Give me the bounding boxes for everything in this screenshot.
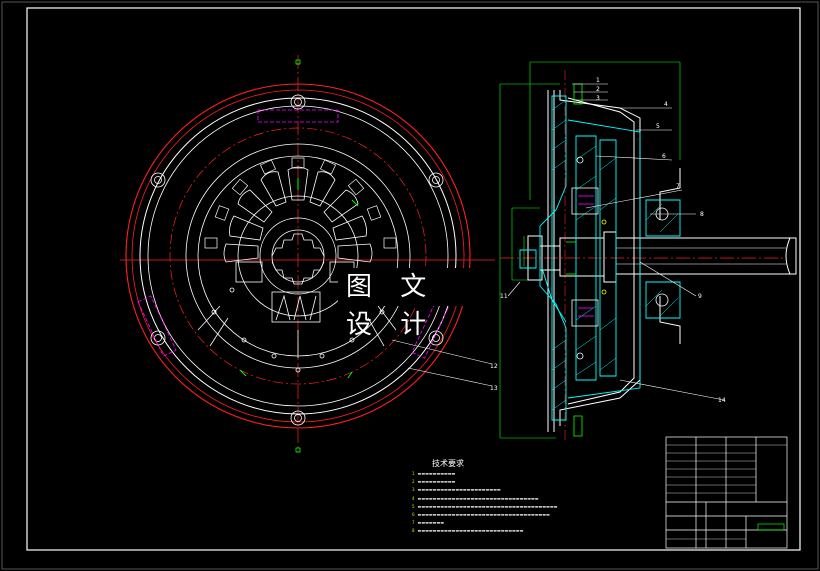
balloon-8: 8 xyxy=(700,211,704,218)
technical-requirements-list: 1▬▬▬▬▬▬▬▬▬▬ 2▬▬▬▬▬▬▬▬▬▬ 3▬▬▬▬▬▬▬▬▬▬▬▬▬▬▬… xyxy=(412,470,662,536)
watermark-text: 图 文 设 计 xyxy=(338,268,488,340)
title-block xyxy=(665,436,788,549)
tech-note: 1▬▬▬▬▬▬▬▬▬▬ xyxy=(412,471,456,476)
balloon-6: 6 xyxy=(662,153,666,160)
technical-requirements-title: 技术要求 xyxy=(432,459,464,468)
balloon-5: 5 xyxy=(656,123,660,130)
balloon-12: 12 xyxy=(490,363,498,370)
tech-note: 8▬▬▬▬▬▬▬▬▬▬▬▬▬▬▬▬▬▬▬▬▬▬▬▬▬▬▬▬ xyxy=(412,528,524,534)
tech-note: 3▬▬▬▬▬▬▬▬▬▬▬▬▬▬▬▬▬▬▬▬▬▬ xyxy=(412,487,501,493)
balloon-3: 3 xyxy=(596,95,600,102)
balloon-14: 14 xyxy=(718,397,726,404)
tech-note: 6▬▬▬▬▬▬▬▬▬▬▬▬▬▬▬▬▬▬▬▬▬▬▬▬▬▬▬▬▬▬▬▬▬▬▬ xyxy=(412,512,550,518)
section-view xyxy=(499,61,797,440)
balloon-2: 2 xyxy=(596,86,600,93)
balloon-1: 1 xyxy=(596,77,600,84)
front-view xyxy=(120,55,495,453)
tech-note: 7▬▬▬▬▬▬▬ xyxy=(412,520,445,526)
balloon-11: 11 xyxy=(500,293,508,300)
tech-note: 4▬▬▬▬▬▬▬▬▬▬▬▬▬▬▬▬▬▬▬▬▬▬▬▬▬▬▬▬▬▬▬▬ xyxy=(412,495,539,501)
balloon-9: 9 xyxy=(698,293,702,300)
tech-note: 5▬▬▬▬▬▬▬▬▬▬▬▬▬▬▬▬▬▬▬▬▬▬▬▬▬▬▬▬▬▬▬▬▬▬▬▬▬ xyxy=(412,503,558,509)
balloon-4: 4 xyxy=(664,101,668,108)
balloon-13: 13 xyxy=(490,385,498,392)
part-balloons: 1 2 3 4 5 6 7 8 9 11 14 xyxy=(500,77,726,404)
balloon-7: 7 xyxy=(676,183,680,190)
tech-note: 2▬▬▬▬▬▬▬▬▬▬ xyxy=(412,479,456,485)
drawing-border xyxy=(26,7,801,551)
